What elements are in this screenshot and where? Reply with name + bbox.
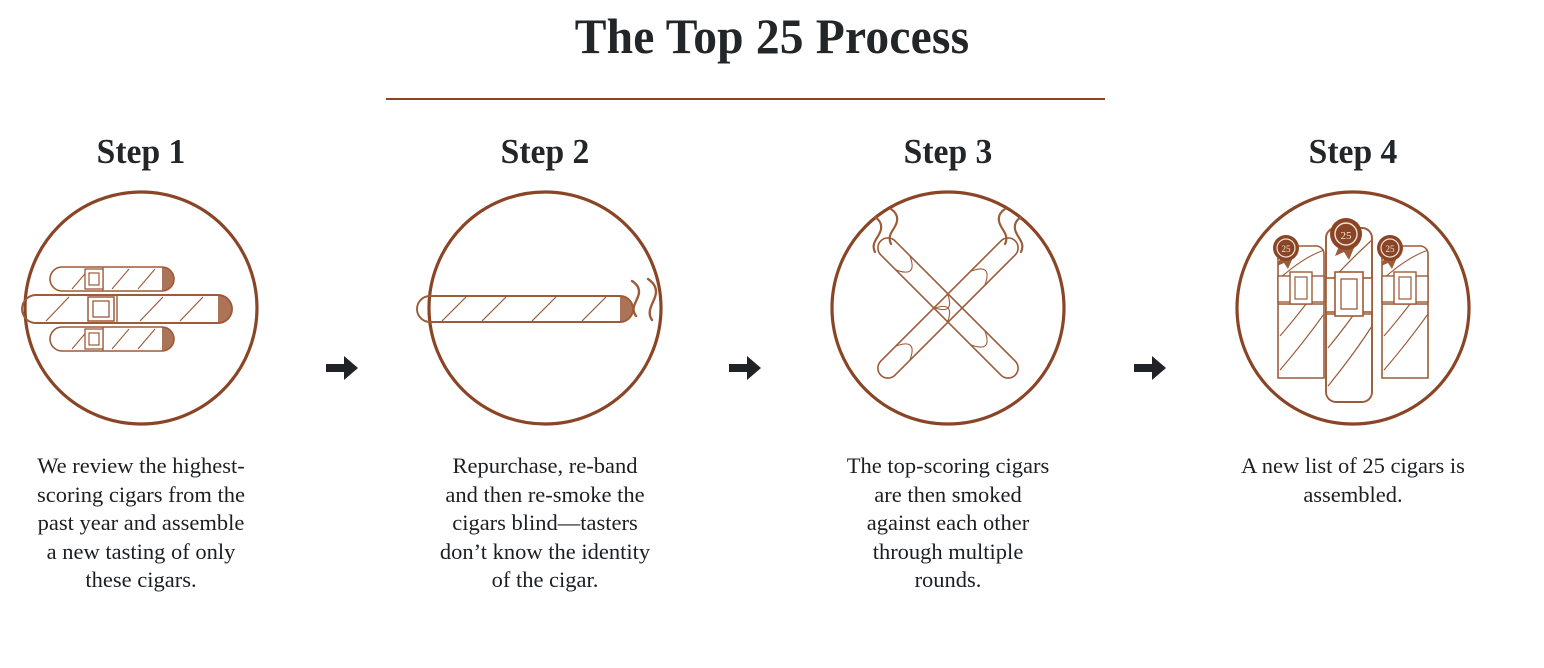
step-heading-2: Step 2: [500, 132, 590, 171]
step-column-2: Step 2 Repurchase, re-band and: [404, 130, 686, 595]
arrow-right-icon: [729, 356, 761, 380]
arrow-right-icon: [326, 356, 358, 380]
step-caption-2: Repurchase, re-band and then re-smoke th…: [439, 453, 651, 592]
step-column-1: Step 1: [0, 130, 282, 595]
step-heading-1: Step 1: [96, 132, 186, 171]
crossed-smoking-cigars-icon: [807, 188, 1089, 428]
step-caption-1: We review the highest- scoring cigars fr…: [36, 453, 246, 592]
svg-text:25: 25: [1386, 244, 1396, 254]
three-award-medal-cigars-icon: 25 25: [1212, 188, 1494, 428]
step-column-3: Step 3: [807, 130, 1089, 595]
svg-text:25: 25: [1282, 244, 1292, 254]
arrow-right-icon: [1134, 356, 1166, 380]
title-divider: [386, 98, 1105, 100]
step-caption-3: The top-scoring cigars are then smoked a…: [846, 453, 1050, 592]
single-smoking-cigar-icon: [404, 188, 686, 428]
svg-text:25: 25: [1341, 230, 1353, 242]
arrow-step1-to-step2: [322, 348, 362, 388]
page-title: The Top 25 Process: [574, 8, 970, 64]
step-heading-3: Step 3: [903, 132, 993, 171]
arrow-step3-to-step4: [1130, 348, 1170, 388]
step-column-4: Step 4: [1212, 130, 1494, 509]
step-heading-4: Step 4: [1308, 132, 1398, 171]
step-caption-4: A new list of 25 cigars is assembled.: [1241, 453, 1465, 507]
arrow-step2-to-step3: [725, 348, 765, 388]
three-horizontal-banded-cigars-icon: [0, 188, 282, 428]
